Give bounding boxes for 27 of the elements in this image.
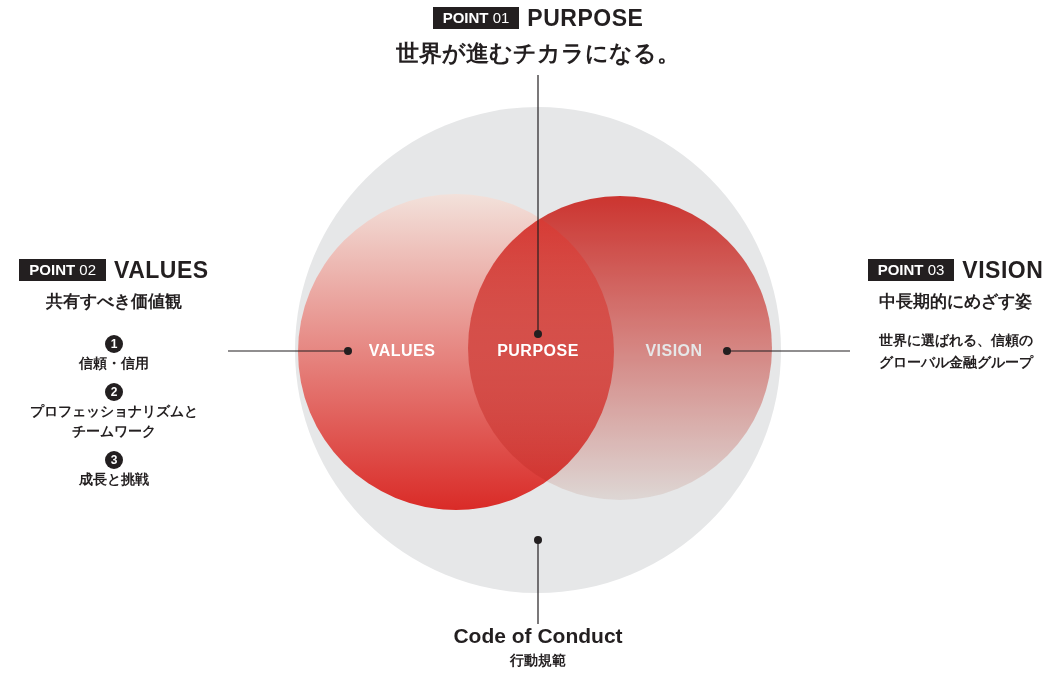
value-text: 信頼・信用 xyxy=(79,354,149,373)
value-text: プロフェッショナリズムとチームワーク xyxy=(29,402,199,441)
point-label: POINT 03 xyxy=(867,259,955,281)
heading: VISION xyxy=(962,258,1044,282)
leader-line xyxy=(534,74,542,338)
number-marker: 1 xyxy=(105,335,123,353)
heading: Code of Conduct xyxy=(453,624,623,648)
subtitle: 共有すべき価値観 xyxy=(46,291,182,313)
number-marker: 3 xyxy=(105,451,123,469)
statement-text: 世界が進むチカラになる。 xyxy=(396,39,680,68)
vision-circle xyxy=(468,196,772,500)
circle-label: VALUES xyxy=(368,342,436,360)
outer-circle xyxy=(295,107,781,593)
heading: PURPOSE xyxy=(527,6,644,30)
vision-text: 世界に選ばれる、信頼のグローバル金融グループ xyxy=(877,331,1035,372)
leader-line xyxy=(534,536,542,625)
number-marker: 2 xyxy=(105,383,123,401)
leader-line xyxy=(227,347,352,355)
subtitle: 中長期的にめざす姿 xyxy=(879,291,1032,313)
point-label: POINT 01 xyxy=(432,7,520,29)
heading: VALUES xyxy=(114,258,209,282)
value-text: 成長と挑戦 xyxy=(79,470,149,489)
subtitle: 行動規範 xyxy=(510,652,566,670)
point-label: POINT 02 xyxy=(19,259,107,281)
leader-line xyxy=(723,347,851,355)
circle-label: PURPOSE xyxy=(491,340,585,362)
circle-label: VISION xyxy=(645,342,703,360)
